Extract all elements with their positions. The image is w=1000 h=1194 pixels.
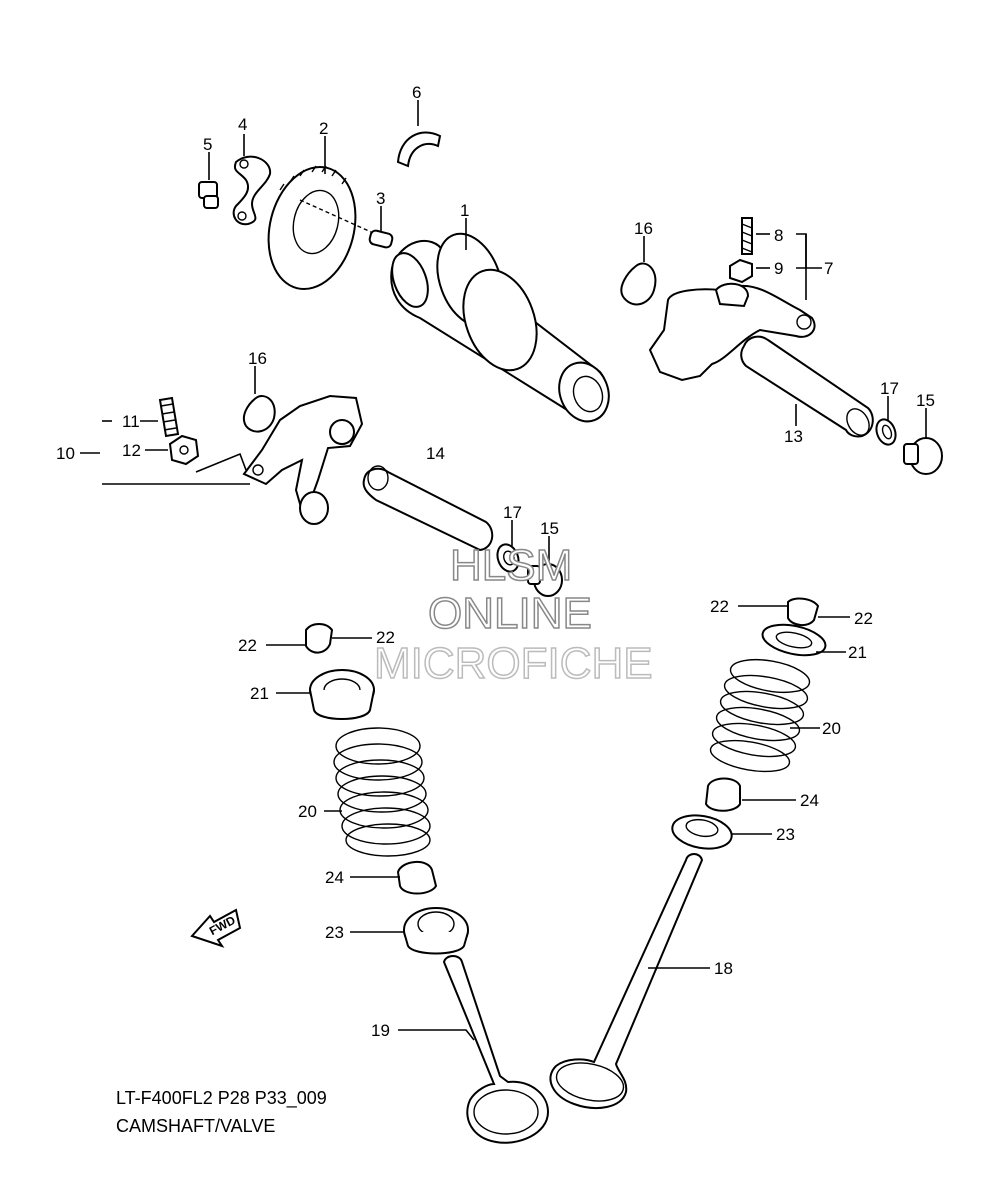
callout-23-right: 23: [776, 825, 795, 844]
callout-1: 1: [460, 201, 469, 220]
part-16-clip-left: [242, 395, 276, 433]
part-16-clip-right: [620, 262, 657, 306]
part-17-oring-left: [496, 543, 520, 573]
leader-lines: [80, 100, 927, 1041]
part-11-adjust-screw-left: [158, 396, 180, 438]
part-23-seat-right: [671, 814, 733, 850]
callout-13: 13: [784, 427, 803, 446]
part-24-seal-left: [396, 861, 438, 895]
callout-14: 14: [426, 444, 445, 463]
callout-24-right: 24: [800, 791, 819, 810]
part-15-bolt-right: [903, 437, 943, 475]
callout-6: 6: [412, 83, 421, 102]
watermark-line-1: HLSM: [450, 541, 572, 590]
part-18-valve-right: [549, 853, 704, 1109]
callout-labels: 6 4 2 5 3 1 16 8 9 7 16 17 15 11 13 10 1…: [56, 83, 935, 1040]
callout-18: 18: [714, 959, 733, 978]
callout-15-left: 15: [540, 519, 559, 538]
diagram-code: LT-F400FL2 P28 P33_009: [116, 1088, 327, 1109]
part-3-pin: [368, 229, 394, 249]
callout-17-right: 17: [880, 379, 899, 398]
callout-8: 8: [774, 226, 783, 245]
part-21-retainer-left: [309, 669, 375, 720]
part-9-nut-right: [729, 258, 753, 284]
callout-16-right: 16: [634, 219, 653, 238]
callout-10: 10: [56, 444, 75, 463]
watermark-line-2: ONLINE: [428, 589, 592, 638]
part-12-nut-left: [168, 434, 200, 466]
part-22-cotter-right: [787, 597, 820, 626]
part-13-rocker-shaft-right: [740, 335, 874, 438]
part-rocker-arm-left: [242, 394, 364, 525]
part-8-adjust-screw-right: [741, 217, 753, 255]
callout-20-left: 20: [298, 802, 317, 821]
callout-4: 4: [238, 115, 247, 134]
callout-16-left: 16: [248, 349, 267, 368]
callout-12: 12: [122, 441, 141, 460]
part-1-camshaft: [390, 232, 610, 423]
fwd-arrow-icon: FWD: [190, 908, 242, 948]
part-23-seat-left: [403, 907, 469, 955]
callout-23-left: 23: [325, 923, 344, 942]
part-rocker-arm-right: [648, 282, 816, 382]
part-6-clip: [396, 131, 442, 168]
callout-21-left: 21: [250, 684, 269, 703]
part-22-cotter-left: [305, 623, 334, 654]
callout-22-left-a: 22: [238, 636, 257, 655]
part-20-spring-left: [333, 727, 431, 857]
callout-9: 9: [774, 259, 783, 278]
part-5-bolt: [198, 181, 219, 209]
callout-17-left: 17: [503, 503, 522, 522]
diagram-caption: LT-F400FL2 P28 P33_009 CAMSHAFT/VALVE: [116, 1088, 327, 1136]
callout-20-right: 20: [822, 719, 841, 738]
callout-3: 3: [376, 189, 385, 208]
part-20-spring-right: [709, 658, 811, 773]
callout-21-right: 21: [848, 643, 867, 662]
callout-24-left: 24: [325, 868, 344, 887]
diagram-title: CAMSHAFT/VALVE: [116, 1116, 275, 1136]
part-19-valve-left: [442, 955, 550, 1144]
callout-22-left-b: 22: [376, 628, 395, 647]
callout-22-right-a: 22: [710, 597, 729, 616]
callout-5: 5: [203, 135, 212, 154]
callout-2: 2: [319, 119, 328, 138]
callout-11: 11: [122, 412, 140, 431]
part-17-oring-right: [875, 418, 897, 446]
callout-15-right: 15: [916, 391, 935, 410]
part-14-rocker-shaft-left: [362, 465, 494, 552]
watermark-line-3: MICROFICHE: [374, 639, 653, 688]
part-4-lock-plate: [232, 155, 272, 226]
callout-22-right-b: 22: [854, 609, 873, 628]
part-2-sprocket: [267, 165, 381, 291]
watermark: HLSM ONLINE MICROFICHE: [373, 540, 653, 689]
part-24-seal-right: [704, 777, 741, 812]
part-21-retainer-right: [761, 623, 827, 657]
callout-7: 7: [824, 259, 833, 278]
callout-19: 19: [371, 1021, 390, 1040]
part-15-bolt-left: [527, 563, 563, 597]
